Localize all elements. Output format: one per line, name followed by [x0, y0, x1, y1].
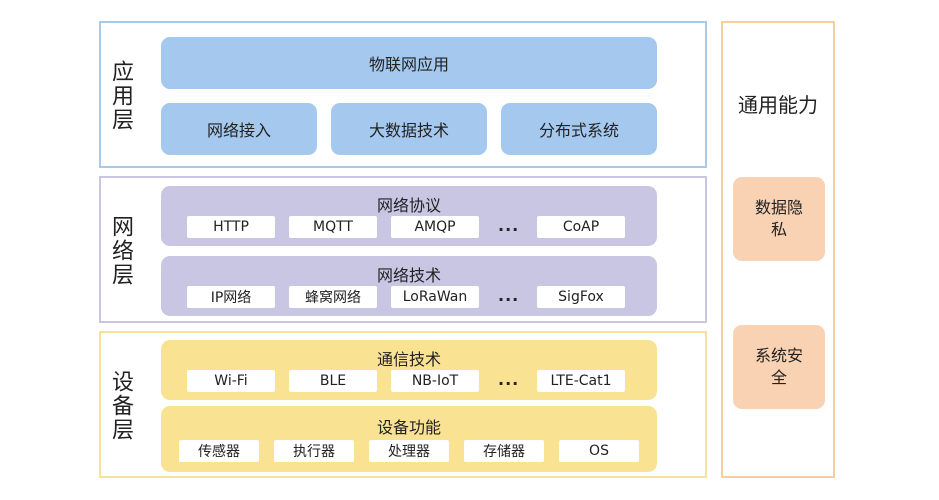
tech-tag-cellular: 蜂窝网络	[289, 286, 377, 308]
device-layer-panel: 设备层 通信技术 Wi-Fi BLE NB-IoT ... LTE-Cat1 设…	[99, 331, 707, 478]
communication-tech-title: 通信技术	[376, 350, 441, 369]
device-functions-title: 设备功能	[376, 418, 441, 437]
func-tag-processor: 处理器	[369, 440, 449, 462]
comm-tag-ble: BLE	[289, 370, 377, 392]
data-privacy-label: 数据隐私	[754, 198, 803, 239]
big-data-box: 大数据技术	[331, 103, 487, 155]
system-security-label: 系统安全	[754, 346, 803, 387]
network-layer-label: 网络层	[108, 215, 133, 287]
network-technologies-title: 网络技术	[376, 266, 441, 285]
system-security-box: 系统安全	[733, 325, 825, 409]
common-capabilities-title: 通用能力	[738, 93, 818, 117]
device-functions-group: 设备功能 传感器 执行器 处理器 存储器 OS	[161, 406, 657, 472]
network-layer-panel: 网络层 网络协议 HTTP MQTT AMQP ... CoAP 网络技术 IP…	[99, 176, 707, 323]
application-layer-panel: 应用层 物联网应用 网络接入 大数据技术 分布式系统	[99, 21, 707, 168]
device-layer-label: 设备层	[108, 370, 133, 442]
network-access-box: 网络接入	[161, 103, 317, 155]
application-layer-label: 应用层	[108, 60, 133, 132]
tech-tag-lorawan: LoRaWan	[391, 286, 479, 308]
network-technologies-group: 网络技术 IP网络 蜂窝网络 LoRaWan ... SigFox	[161, 256, 657, 316]
tech-tag-sigfox: SigFox	[537, 286, 625, 308]
func-tag-storage: 存储器	[464, 440, 544, 462]
network-protocols-group: 网络协议 HTTP MQTT AMQP ... CoAP	[161, 186, 657, 246]
func-tag-actuator: 执行器	[274, 440, 354, 462]
tech-ellipsis: ...	[498, 286, 520, 305]
comm-ellipsis: ...	[498, 370, 520, 389]
protocol-tag-amqp: AMQP	[391, 216, 479, 238]
data-privacy-box: 数据隐私	[733, 177, 825, 261]
common-capabilities-panel: 通用能力 数据隐私 系统安全	[721, 21, 835, 478]
comm-tag-nbiot: NB-IoT	[391, 370, 479, 392]
comm-tag-ltecat1: LTE-Cat1	[537, 370, 625, 392]
network-protocols-title: 网络协议	[376, 196, 441, 215]
comm-tag-wifi: Wi-Fi	[187, 370, 275, 392]
protocol-tag-mqtt: MQTT	[289, 216, 377, 238]
protocol-tag-coap: CoAP	[537, 216, 625, 238]
protocol-ellipsis: ...	[498, 216, 520, 235]
tech-tag-ip: IP网络	[187, 286, 275, 308]
iot-application-box: 物联网应用	[161, 37, 657, 89]
communication-tech-group: 通信技术 Wi-Fi BLE NB-IoT ... LTE-Cat1	[161, 340, 657, 400]
func-tag-sensor: 传感器	[179, 440, 259, 462]
distributed-system-box: 分布式系统	[501, 103, 657, 155]
func-tag-os: OS	[559, 440, 639, 462]
protocol-tag-http: HTTP	[187, 216, 275, 238]
